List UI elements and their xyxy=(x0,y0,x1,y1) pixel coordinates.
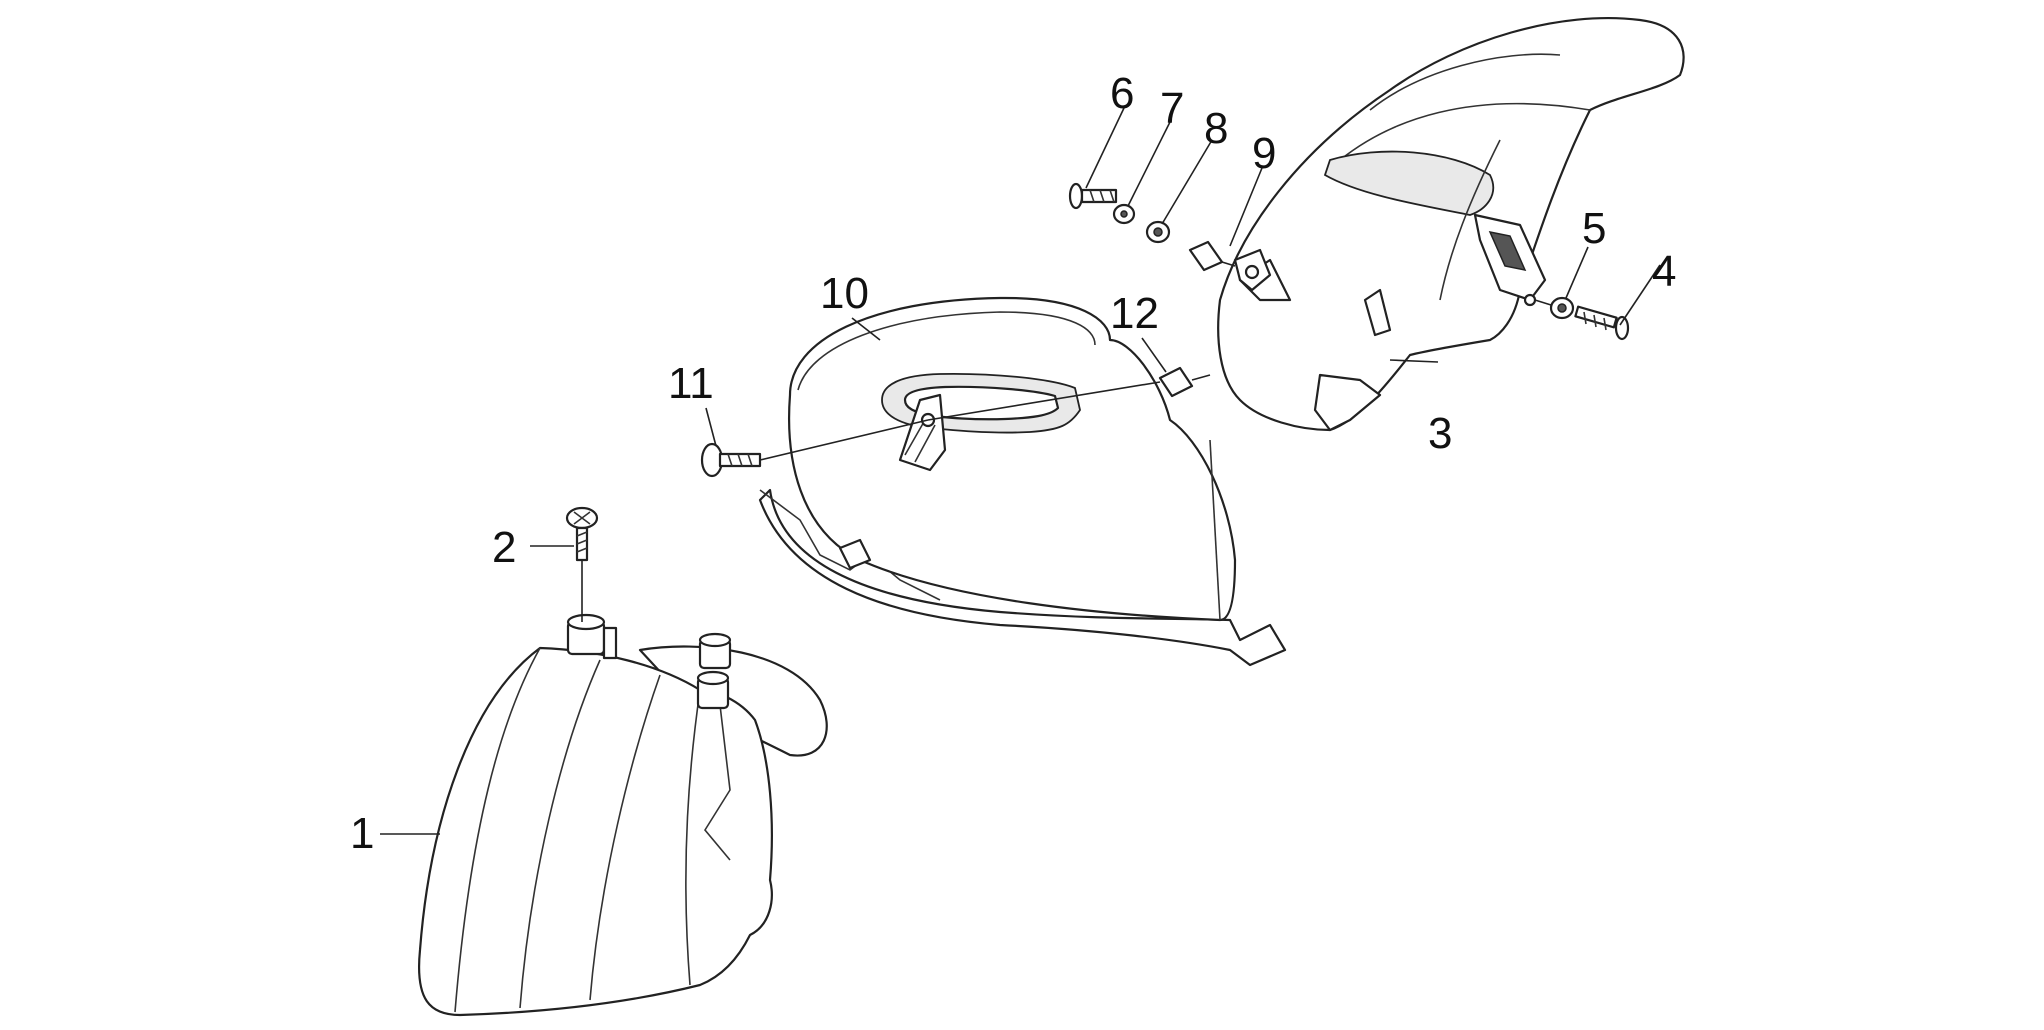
callout-2: 2 xyxy=(492,523,516,572)
callout-1: 1 xyxy=(350,809,374,858)
washer-part-5 xyxy=(1534,296,1575,320)
callout-9: 9 xyxy=(1252,129,1276,178)
callout-11: 11 xyxy=(668,359,714,408)
washer-part-8 xyxy=(1145,220,1171,244)
clip-nut-part-12 xyxy=(927,366,1211,421)
inner-wheel-housing xyxy=(758,296,1287,667)
screw-part-6 xyxy=(1068,182,1118,210)
callout-10: 10 xyxy=(820,269,869,318)
leader-lines xyxy=(380,107,1661,835)
callout-6: 6 xyxy=(1110,69,1134,118)
callout-4: 4 xyxy=(1652,247,1676,296)
screw-part-2 xyxy=(565,506,599,622)
callout-3: 3 xyxy=(1428,409,1452,458)
callout-7: 7 xyxy=(1160,84,1184,133)
callout-8: 8 xyxy=(1204,104,1228,153)
callout-5: 5 xyxy=(1582,204,1606,253)
screw-part-4 xyxy=(1574,305,1630,341)
washer-part-7 xyxy=(1112,203,1136,225)
callout-12: 12 xyxy=(1110,289,1159,338)
front-mudguard xyxy=(418,613,828,1017)
screw-part-11 xyxy=(700,419,929,478)
callout-labels: 1 2 3 4 5 6 7 8 9 10 11 12 xyxy=(350,69,1676,858)
nut-part-9 xyxy=(1188,240,1272,292)
rear-mudguard xyxy=(1217,16,1685,432)
